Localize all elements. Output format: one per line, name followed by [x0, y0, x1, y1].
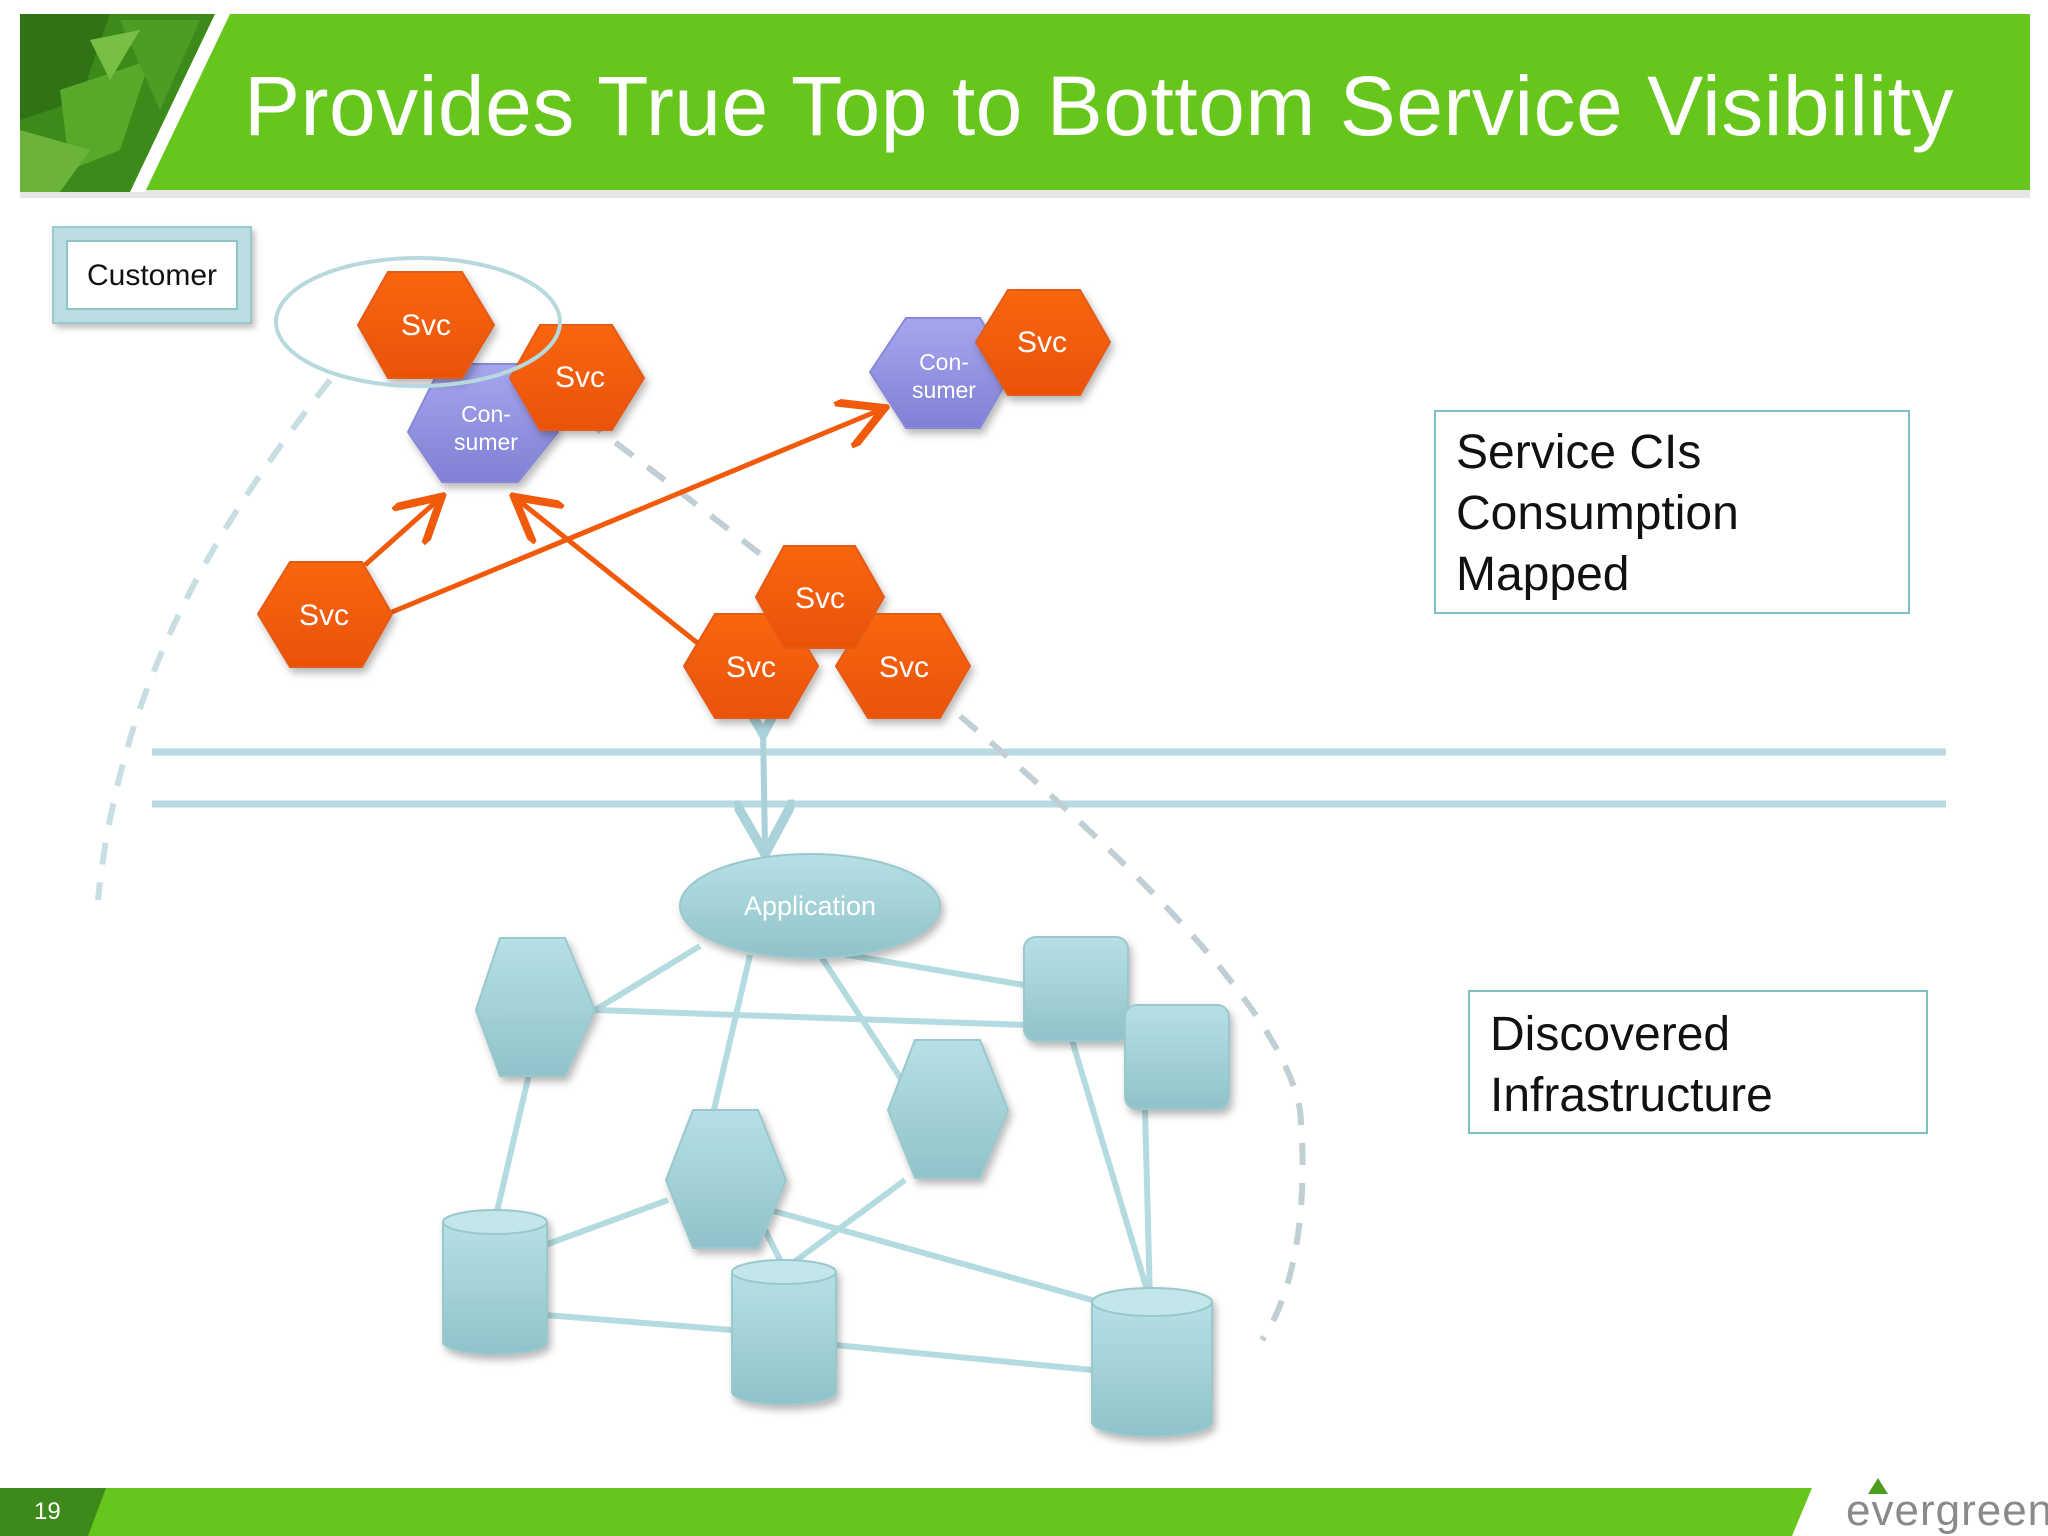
- page-number: 19: [34, 1498, 61, 1525]
- infra-connections: [492, 937, 1153, 1373]
- svc-label: Svc: [555, 361, 605, 394]
- app-svc-link-arrow: [763, 728, 765, 848]
- customer-selection-ellipse: [274, 256, 562, 388]
- infra-database-node: [1091, 1287, 1213, 1437]
- infra-hexagon-node: [474, 937, 597, 1077]
- application-label: Application: [744, 891, 876, 921]
- infra-server-node: [1124, 1004, 1230, 1110]
- svc-label: Svc: [879, 651, 929, 684]
- infra-hexagon-node: [664, 1109, 788, 1249]
- service-cis-line: Mapped: [1456, 548, 1630, 601]
- consumption-arrows: [363, 410, 880, 647]
- svc-node: [834, 613, 972, 719]
- discovered-infrastructure-callout: Discovered Infrastructure: [1468, 990, 1928, 1134]
- discovered-line: Discovered: [1490, 1008, 1731, 1061]
- infra-nodes: [442, 936, 1230, 1437]
- logo-tree-icon: [1868, 1478, 1888, 1494]
- consumer-label-right-line1: Con-: [919, 349, 969, 375]
- dashed-scope-curve-right: [518, 367, 1306, 1342]
- svc-label: Svc: [726, 651, 776, 684]
- svc-label: Svc: [1017, 326, 1067, 359]
- footer-bar: [0, 1478, 2048, 1536]
- infra-database-node: [442, 1209, 548, 1355]
- dashed-scope-curve-left: [95, 378, 333, 901]
- header-logo-mosaic: [20, 14, 230, 192]
- consumer-label-left-line2: sumer: [454, 429, 518, 455]
- service-cis-line: Consumption: [1456, 487, 1739, 540]
- customer-legend-box: Customer: [52, 226, 252, 324]
- consumer-node-right: [868, 317, 1014, 429]
- infra-database-node: [731, 1259, 837, 1405]
- service-cis-callout: Service CIs Consumption Mapped: [1434, 410, 1910, 614]
- customer-label: Customer: [66, 240, 238, 310]
- consumer-label-left-line1: Con-: [461, 401, 511, 427]
- svc-label: Svc: [795, 582, 845, 615]
- service-cis-line: Service CIs: [1456, 426, 1702, 479]
- svc-node: [256, 561, 394, 668]
- svc-label: Svc: [299, 599, 349, 632]
- header-banner: [20, 14, 2030, 198]
- layer-separator: [152, 748, 1946, 808]
- infra-hexagon-node: [886, 1039, 1010, 1179]
- slide-title: Provides True Top to Bottom Service Visi…: [244, 59, 1954, 153]
- application-node: [679, 853, 941, 959]
- discovered-line: Infrastructure: [1490, 1069, 1773, 1122]
- svc-node: [974, 289, 1112, 396]
- svc-node: [754, 545, 886, 649]
- consumer-label-right-line2: sumer: [912, 377, 976, 403]
- infra-server-node: [1023, 936, 1129, 1042]
- svc-node: [356, 271, 496, 379]
- evergreen-logo-text: evergreen: [1846, 1486, 2048, 1535]
- svc-label: Svc: [401, 309, 451, 342]
